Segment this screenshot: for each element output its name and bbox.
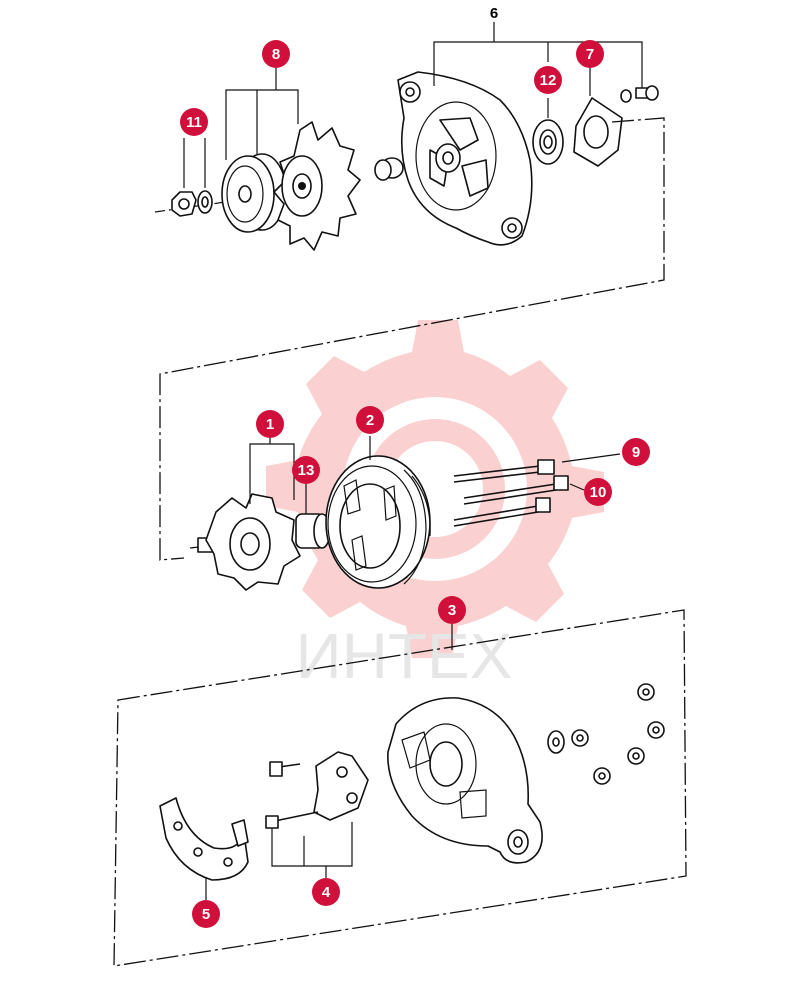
screw-part	[620, 85, 659, 103]
svg-text:4: 4	[322, 884, 331, 901]
washer-part	[197, 190, 213, 214]
lower-frame	[113, 609, 687, 967]
watermark: ИНТЕХ	[266, 320, 604, 692]
stator-part	[325, 455, 431, 589]
front-housing-part	[397, 71, 533, 246]
watermark-text: ИНТЕХ	[296, 620, 513, 692]
callout-5: 5	[192, 900, 220, 928]
callout-8: 8	[262, 40, 290, 68]
fan-part	[273, 121, 361, 251]
callout-10: 10	[584, 478, 612, 506]
svg-text:1: 1	[266, 416, 274, 433]
svg-text:9: 9	[632, 444, 640, 461]
callout-7: 7	[576, 40, 604, 68]
lower-leader-lines	[205, 822, 353, 900]
callout-12: 12	[534, 66, 562, 94]
through-bolt-10	[463, 475, 569, 505]
rotor-part	[189, 493, 331, 591]
svg-text:8: 8	[272, 46, 280, 63]
pulley-part	[221, 153, 287, 233]
nut-part-11	[171, 191, 197, 217]
svg-text:3: 3	[448, 602, 456, 619]
callout-3: 3	[438, 596, 466, 624]
svg-text:12: 12	[540, 72, 557, 89]
part-label-6: 6	[490, 5, 498, 22]
terminal-nuts	[547, 683, 665, 785]
retainer-plate-part-7	[573, 97, 623, 167]
callout-9: 9	[622, 438, 650, 466]
rear-housing-part	[387, 697, 543, 864]
rectifier-part-5	[159, 797, 249, 881]
top-leader-lines	[183, 22, 643, 188]
callout-4: 4	[312, 878, 340, 906]
svg-text:5: 5	[202, 906, 210, 923]
svg-text:2: 2	[366, 412, 374, 429]
callout-11: 11	[180, 108, 208, 136]
spacer-part	[374, 157, 404, 181]
through-bolt-9	[453, 459, 555, 483]
svg-text:13: 13	[298, 462, 315, 479]
svg-text:11: 11	[186, 114, 202, 131]
upper-connector-frame	[159, 117, 665, 561]
through-bolt-lower	[453, 497, 551, 527]
bearing-part-12	[532, 119, 564, 165]
callout-13: 13	[292, 456, 320, 484]
brush-holder-part-4	[265, 751, 369, 829]
callout-1: 1	[256, 410, 284, 438]
svg-text:10: 10	[590, 484, 607, 501]
svg-text:7: 7	[586, 46, 594, 63]
callout-2: 2	[356, 406, 384, 434]
